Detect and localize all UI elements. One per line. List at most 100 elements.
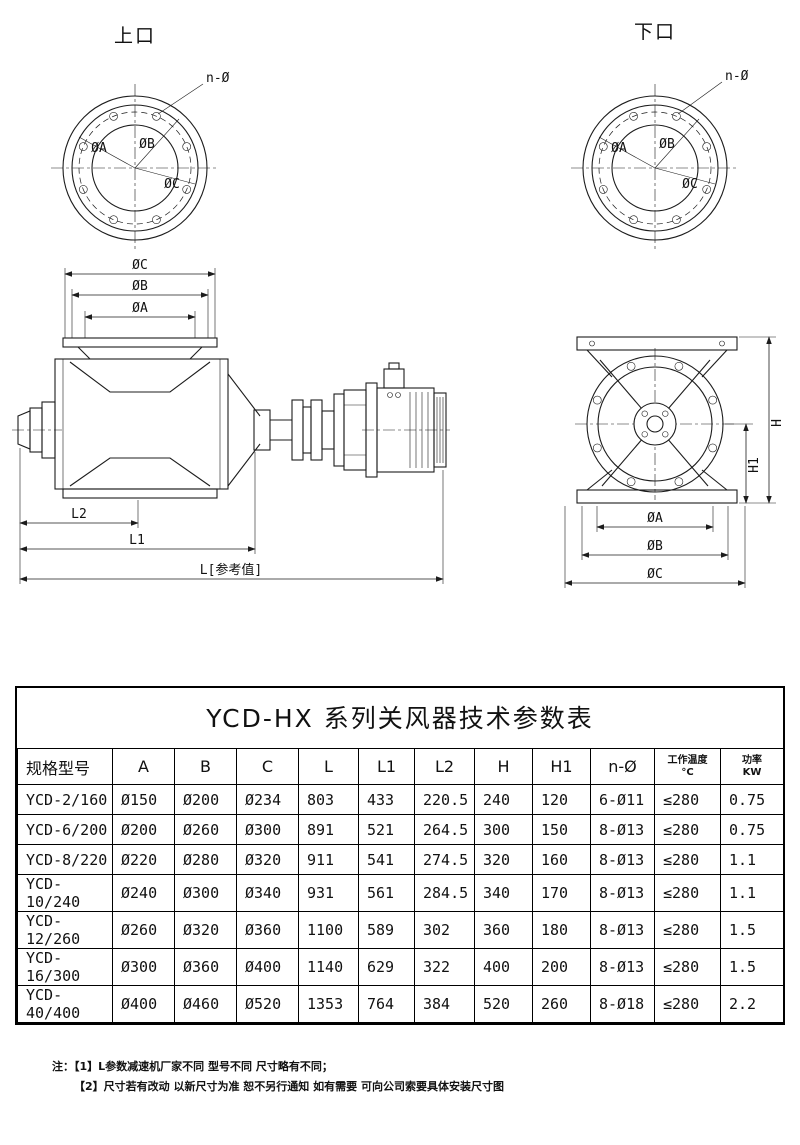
value-cell: 284.5	[414, 874, 475, 912]
value-cell: Ø240	[112, 874, 175, 912]
value-cell: Ø320	[174, 911, 237, 949]
front-view-drawing: H H1 ØA ØB ØC	[564, 336, 785, 588]
value-cell: Ø200	[174, 784, 237, 815]
value-cell: 240	[474, 784, 533, 815]
value-cell: ≤280	[654, 814, 721, 845]
value-cell: Ø300	[174, 874, 237, 912]
col-header-7: H	[474, 748, 533, 785]
value-cell: 2.2	[720, 985, 784, 1023]
top-port-label: 上口	[114, 25, 156, 47]
value-cell: 891	[298, 814, 359, 845]
dia-c-label: ØC	[682, 177, 698, 192]
value-cell: 300	[474, 814, 533, 845]
value-cell: 120	[532, 784, 591, 815]
value-cell: 340	[474, 874, 533, 912]
bottom-port-flange-diagram: 下口 n-Ø ØA ØB ØC	[570, 21, 749, 253]
model-cell: YCD-8/220	[17, 844, 113, 875]
model-cell: YCD-6/200	[17, 814, 113, 845]
value-cell: 8-Ø13	[590, 948, 655, 986]
technical-drawing: 上口 n-Ø ØA ØB ØC 下口 n-Ø ØA ØB ØC ØC	[12, 21, 785, 588]
value-cell: 180	[532, 911, 591, 949]
footnote-2: 【2】尺寸若有改动 以新尺寸为准 恕不另行通知 如有需要 可向公司索要具体安装尺…	[74, 1080, 504, 1094]
value-cell: 360	[474, 911, 533, 949]
value-cell: Ø520	[236, 985, 299, 1023]
table-title: YCD-HX 系列关风器技术参数表	[206, 704, 594, 733]
len-l1-label: L1	[129, 533, 145, 548]
bottom-port-label: 下口	[634, 21, 676, 43]
dia-a-label: ØA	[91, 141, 107, 156]
value-cell: Ø460	[174, 985, 237, 1023]
value-cell: ≤280	[654, 948, 721, 986]
value-cell: 0.75	[720, 784, 784, 815]
value-cell: 320	[474, 844, 533, 875]
value-cell: 931	[298, 874, 359, 912]
model-cell: YCD-40/400	[17, 985, 113, 1023]
value-cell: ≤280	[654, 784, 721, 815]
value-cell: Ø260	[174, 814, 237, 845]
value-cell: 589	[358, 911, 415, 949]
dia-c-dim-label: ØC	[647, 567, 663, 582]
value-cell: 8-Ø13	[590, 911, 655, 949]
col-header-5: L1	[358, 748, 415, 785]
value-cell: Ø360	[174, 948, 237, 986]
value-cell: 264.5	[414, 814, 475, 845]
bolt-count-label: n-Ø	[206, 71, 230, 86]
value-cell: 520	[474, 985, 533, 1023]
value-cell: 1.1	[720, 874, 784, 912]
value-cell: 1353	[298, 985, 359, 1023]
value-cell: Ø320	[236, 844, 299, 875]
col-header-9: n-Ø	[590, 748, 655, 785]
col-header-3: C	[236, 748, 299, 785]
value-cell: 1100	[298, 911, 359, 949]
col-header-4: L	[298, 748, 359, 785]
model-cell: YCD-2/160	[17, 784, 113, 815]
value-cell: 150	[532, 814, 591, 845]
col-header-2: B	[174, 748, 237, 785]
value-cell: 433	[358, 784, 415, 815]
value-cell: 8-Ø18	[590, 985, 655, 1023]
bolt-count-label: n-Ø	[725, 69, 749, 84]
value-cell: Ø300	[112, 948, 175, 986]
value-cell: 911	[298, 844, 359, 875]
value-cell: 274.5	[414, 844, 475, 875]
footnote-1: 注：【1】L参数减速机厂家不同 型号不同 尺寸略有不同；	[52, 1060, 333, 1073]
value-cell: 521	[358, 814, 415, 845]
model-cell: YCD-16/300	[17, 948, 113, 986]
value-cell: Ø340	[236, 874, 299, 912]
dia-b-dim-label: ØB	[647, 539, 663, 554]
col-header-0: 规格型号	[17, 748, 113, 785]
value-cell: 384	[414, 985, 475, 1023]
footnotes: 注：【1】L参数减速机厂家不同 型号不同 尺寸略有不同； 【2】尺寸若有改动 以…	[52, 1057, 504, 1098]
value-cell: Ø234	[236, 784, 299, 815]
value-cell: 400	[474, 948, 533, 986]
value-cell: 561	[358, 874, 415, 912]
col-header-1: A	[112, 748, 175, 785]
col-header-8: H1	[532, 748, 591, 785]
dia-b-label: ØB	[139, 137, 155, 152]
height-h-label: H	[770, 419, 785, 427]
value-cell: 170	[532, 874, 591, 912]
value-cell: 6-Ø11	[590, 784, 655, 815]
value-cell: ≤280	[654, 844, 721, 875]
value-cell: Ø200	[112, 814, 175, 845]
height-h1-label: H1	[747, 457, 762, 473]
value-cell: Ø150	[112, 784, 175, 815]
len-l-ref-label: L[参考值]	[200, 562, 262, 578]
value-cell: 260	[532, 985, 591, 1023]
value-cell: ≤280	[654, 911, 721, 949]
value-cell: 0.75	[720, 814, 784, 845]
value-cell: 764	[358, 985, 415, 1023]
value-cell: 322	[414, 948, 475, 986]
col-header-10: 工作温度 °C	[654, 748, 721, 785]
value-cell: Ø280	[174, 844, 237, 875]
